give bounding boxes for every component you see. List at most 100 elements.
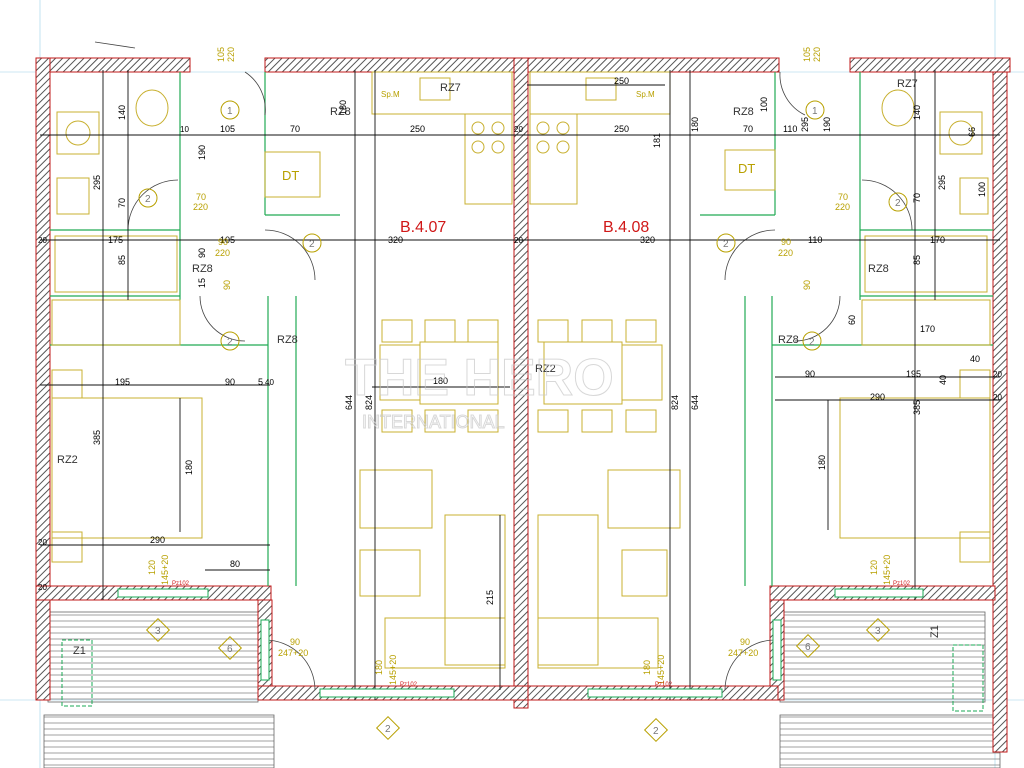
door-90-rv: 90 — [802, 280, 812, 290]
dim-290a: 290 — [150, 535, 165, 545]
dim-20e: 20 — [993, 393, 1002, 402]
door-90-lv: 90 — [222, 280, 232, 290]
dimension-lines — [40, 70, 1000, 700]
door-220-r: 220 — [835, 202, 850, 212]
door-105-r: 105 — [802, 47, 812, 62]
dim-20g: 20 — [38, 583, 47, 592]
door-220-l2: 220 — [215, 248, 230, 258]
bathroom-fixtures — [54, 89, 989, 293]
room-code-rz8-r3: RZ8 — [778, 334, 799, 346]
dim-385a: 385 — [92, 430, 102, 445]
dim-90c: 90 — [805, 369, 815, 379]
dim-66: 66 — [967, 127, 977, 137]
balcony-right — [779, 611, 1001, 768]
unit-label-left: B.4.07 — [400, 219, 446, 236]
spm-right: Sp.M — [636, 90, 655, 99]
kitchen-units — [371, 71, 671, 205]
marker-2h: 2 — [653, 726, 659, 737]
closet-codes: DT DT — [282, 161, 755, 183]
marker-2a: 2 — [145, 194, 151, 205]
dim-290b: 290 — [870, 392, 885, 402]
win-145b-r: 145+20 — [656, 655, 666, 685]
section-markers — [138, 100, 908, 743]
marker-3a: 3 — [155, 626, 161, 637]
dim-110a: 110 — [783, 124, 797, 134]
dim-190a: 190 — [197, 145, 207, 160]
bal-247-r: 247+20 — [728, 648, 758, 658]
watermark: THE HERO INTERNATIONAL — [345, 349, 615, 433]
door-220-r2: 220 — [778, 248, 793, 258]
balcony-left — [43, 611, 275, 768]
win-145-l: 145+20 — [160, 555, 170, 585]
sill-l: Pz102 — [172, 581, 190, 587]
bal-90-l: 90 — [290, 637, 300, 647]
dim-295a: 295 — [92, 175, 102, 190]
marker-1b: 1 — [812, 106, 818, 117]
dim-644a: 644 — [344, 395, 354, 410]
marker-labels: 1 1 2 2 2 2 2 2 3 3 6 6 2 2 — [145, 106, 901, 737]
dim-195a: 195 — [115, 377, 130, 387]
dim-250a: 250 — [410, 124, 425, 134]
sill-texts: Pz102 Pz102 Pz102 Pz102 — [172, 581, 911, 688]
door-220-l3: 220 — [226, 47, 236, 62]
dt-closets — [264, 149, 776, 198]
dim-100b: 100 — [977, 182, 987, 197]
dim-195b: 195 — [906, 369, 921, 379]
win-120-r: 120 — [869, 560, 879, 575]
marker-2c: 2 — [309, 239, 315, 250]
room-code-rz8-r1: RZ8 — [733, 106, 754, 118]
room-code-rz7-left: RZ7 — [440, 82, 461, 94]
spm-left: Sp.M — [381, 90, 400, 99]
dim-180d: 180 — [817, 455, 827, 470]
dim-180e: 180 — [690, 117, 700, 132]
dim-180c: 180 — [338, 100, 348, 115]
dimension-texts-vertical: 140 190 295 70 85 90 15 385 180 644 824 … — [92, 97, 987, 605]
dim-5a: 5 — [258, 377, 263, 387]
room-code-z1-right: Z1 — [929, 625, 941, 638]
opening-texts-vertical: 105 220 105 220 120 145+20 120 145+20 18… — [147, 47, 892, 685]
dim-180b: 180 — [433, 376, 448, 386]
dim-215: 215 — [485, 590, 495, 605]
dim-40a: 40 — [265, 378, 274, 387]
dim-180a: 180 — [184, 460, 194, 475]
door-220-r3: 220 — [812, 47, 822, 62]
room-code-rz8-l1: RZ8 — [330, 106, 351, 118]
dim-110b: 110 — [808, 235, 822, 245]
dim-40c: 40 — [938, 375, 948, 385]
dim-70a: 70 — [290, 124, 300, 134]
win-180-r: 180 — [642, 660, 652, 675]
dim-20a: 20 — [514, 125, 523, 134]
watermark-line1: THE HERO — [345, 349, 614, 407]
dt-right: DT — [738, 161, 755, 176]
win-120-l: 120 — [147, 560, 157, 575]
room-code-rz7-right: RZ7 — [897, 78, 918, 90]
dim-320b: 320 — [640, 235, 655, 245]
dim-190b: 190 — [822, 117, 832, 132]
dim-15a: 15 — [197, 278, 207, 288]
dim-20c: 20 — [38, 236, 47, 245]
dim-70d: 70 — [912, 193, 922, 203]
sill-c2: Pz102 — [655, 682, 673, 688]
dim-140a: 140 — [117, 105, 127, 120]
dim-175: 175 — [108, 235, 123, 245]
dim-250c: 250 — [614, 76, 629, 86]
door-220-l: 220 — [193, 202, 208, 212]
marker-3b: 3 — [875, 626, 881, 637]
dim-10: 10 — [180, 125, 189, 134]
dim-105a: 105 — [220, 124, 235, 134]
dim-70c: 70 — [743, 124, 753, 134]
dim-320a: 320 — [388, 235, 403, 245]
room-code-rz8-l2: RZ8 — [192, 263, 213, 275]
dim-250b: 250 — [614, 124, 629, 134]
dim-644b: 644 — [690, 395, 700, 410]
dim-20b: 20 — [514, 236, 523, 245]
door-90-l: 90 — [218, 237, 228, 247]
door-90-r: 90 — [781, 237, 791, 247]
room-code-rz2-center: RZ2 — [535, 363, 556, 375]
sill-r: Pz102 — [893, 581, 911, 587]
door-70-r: 70 — [838, 192, 848, 202]
win-180-l: 180 — [374, 660, 384, 675]
spm-codes: Sp.M Sp.M — [381, 90, 655, 99]
z1-markers — [61, 639, 984, 712]
